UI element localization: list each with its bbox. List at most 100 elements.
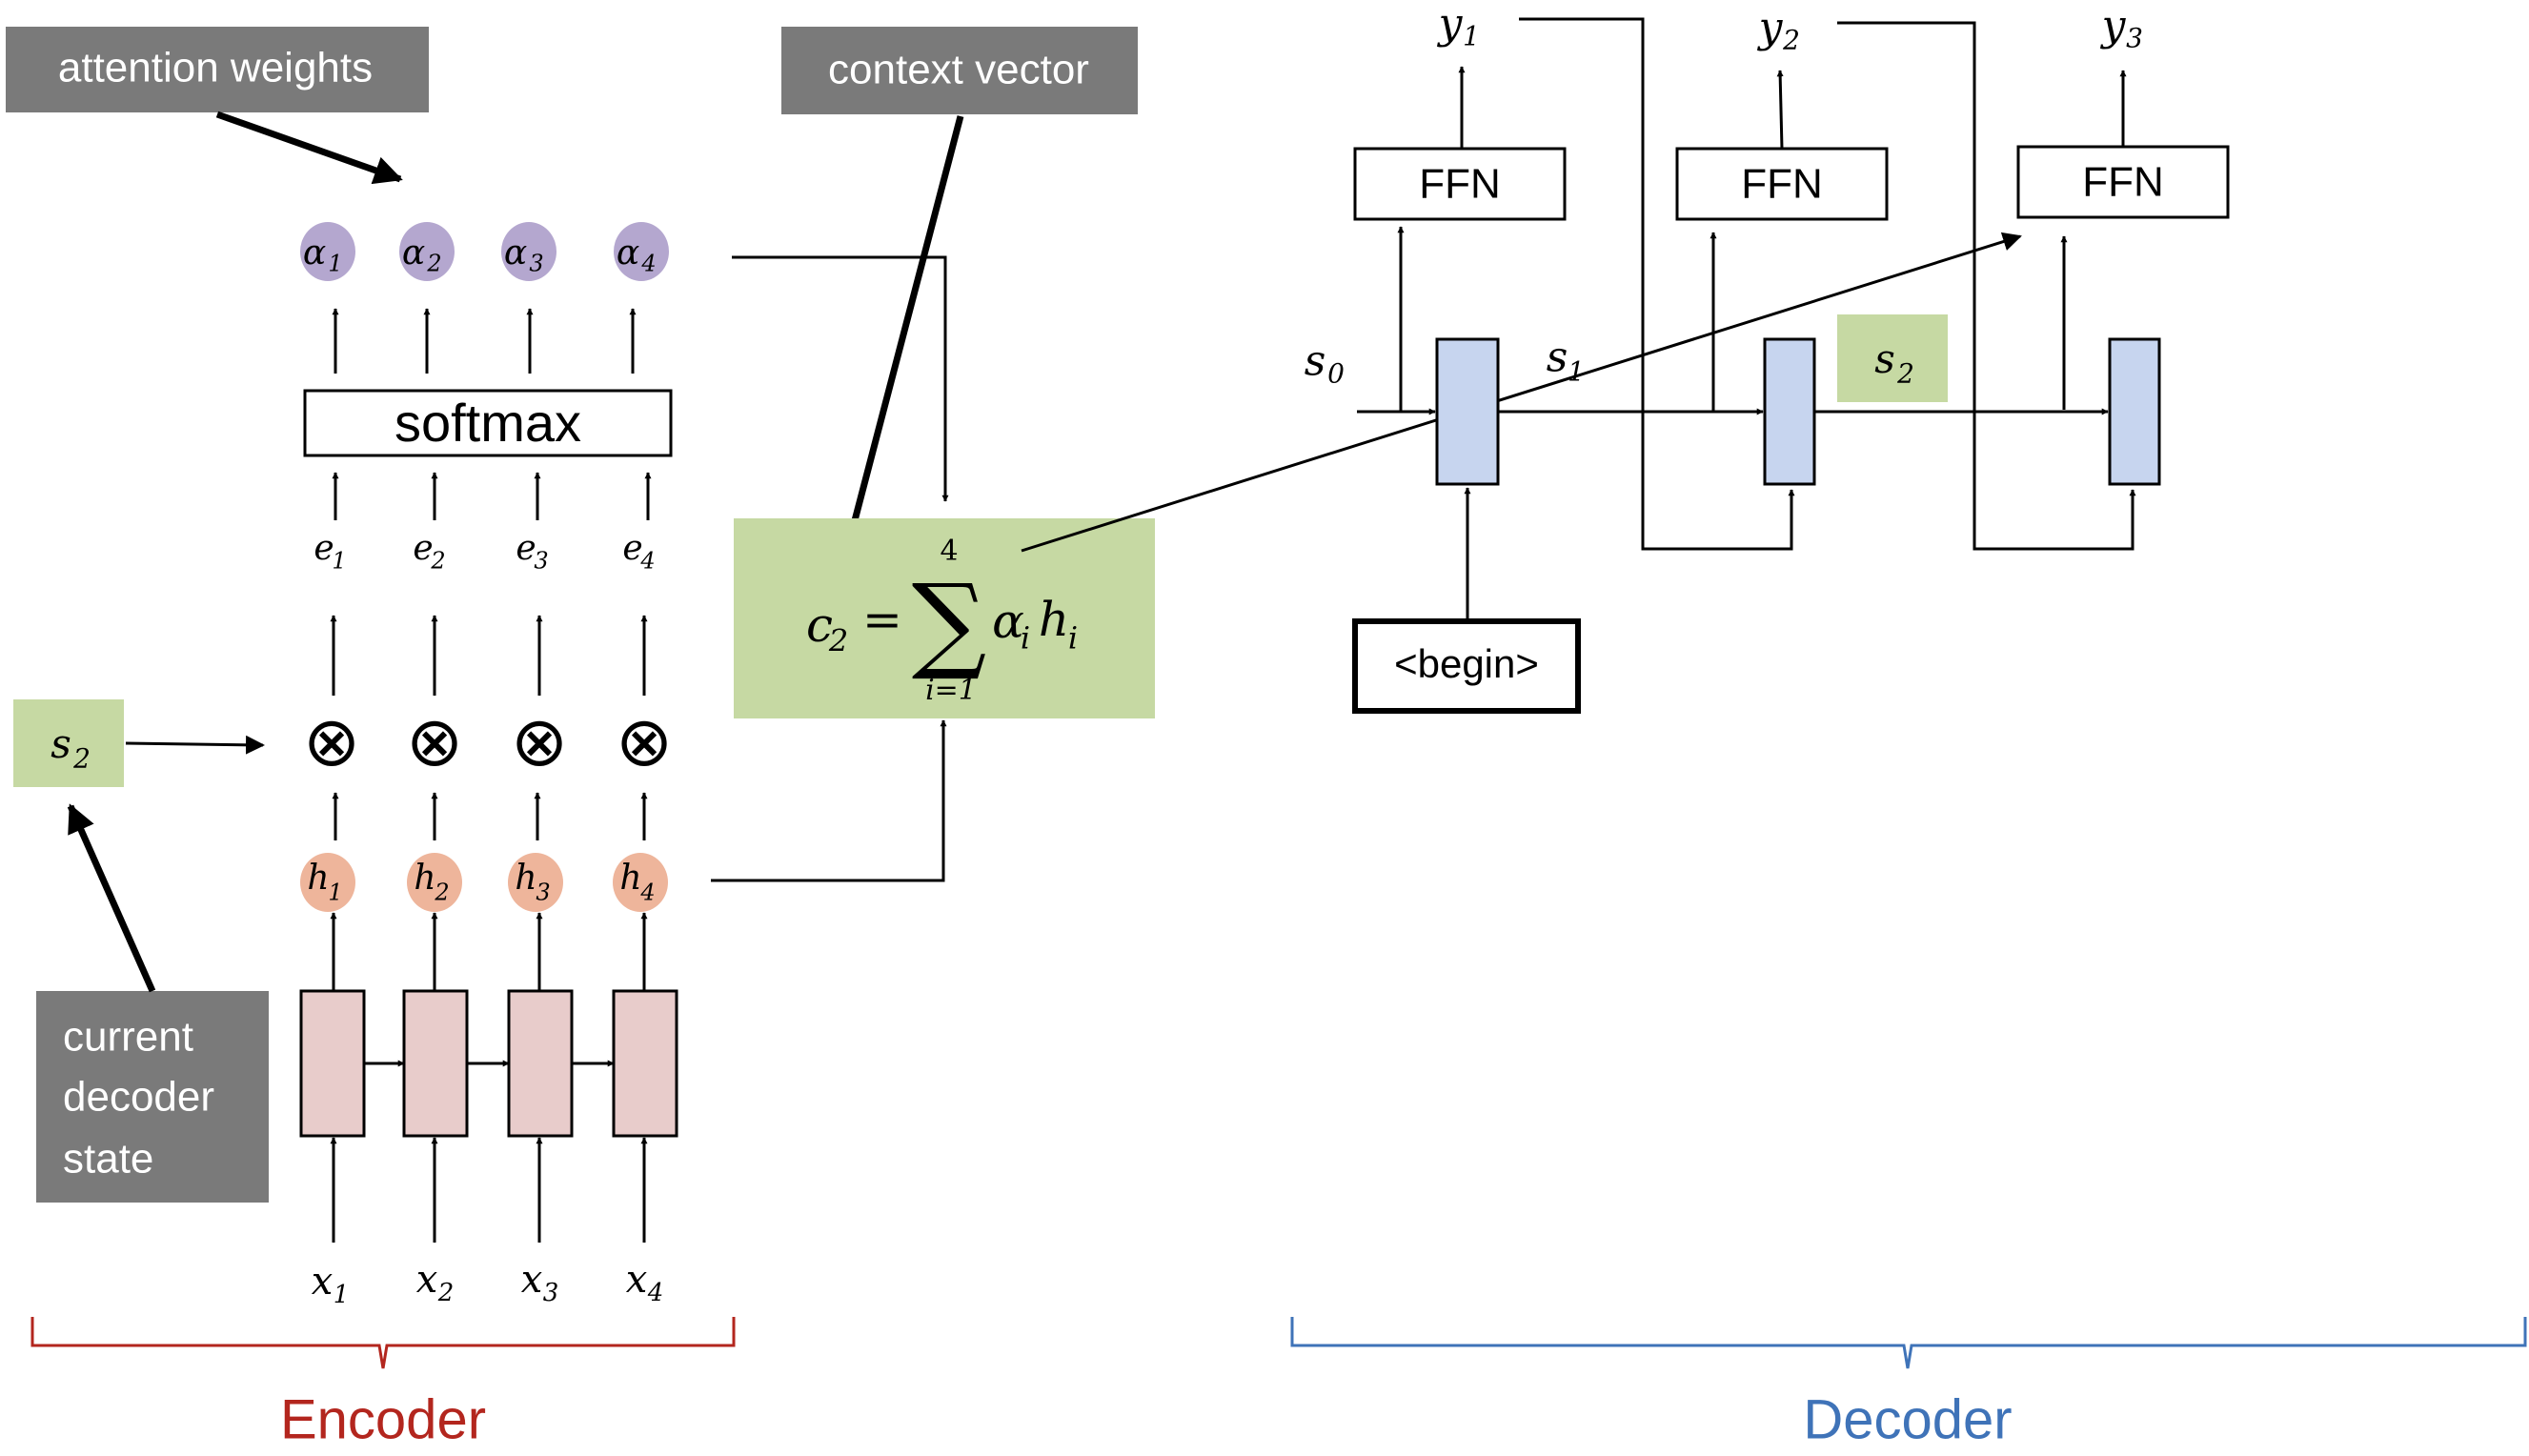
decoder-rnn-cell bbox=[2108, 337, 2161, 486]
h-label: h bbox=[307, 859, 329, 898]
h-label: h bbox=[414, 859, 435, 898]
e-label: e bbox=[622, 529, 642, 568]
alpha-term-subscript: i bbox=[1021, 620, 1030, 657]
s0-label: s bbox=[1305, 337, 1326, 386]
hidden-state-node: h 2 bbox=[407, 853, 462, 912]
energy-score: e 2 bbox=[413, 529, 445, 575]
e-label: e bbox=[314, 529, 334, 568]
encoder-brace bbox=[30, 1317, 736, 1369]
energy-score: e 1 bbox=[314, 529, 346, 575]
s0-subscript: 0 bbox=[1327, 358, 1345, 390]
alpha-label: α bbox=[303, 233, 326, 273]
decoder-rnn-cell bbox=[1763, 337, 1816, 486]
encoder-rnn-cells bbox=[299, 989, 678, 1138]
decoder-label: Decoder bbox=[1803, 1388, 2012, 1450]
encoder-rnn-cell bbox=[507, 989, 574, 1138]
hidden-state-node: h 4 bbox=[613, 853, 668, 912]
y-subscript: 3 bbox=[2126, 23, 2143, 54]
alpha-subscript: 1 bbox=[328, 251, 342, 277]
alpha-node: α 2 bbox=[399, 222, 455, 281]
ffn-box: FFN bbox=[2016, 145, 2230, 219]
encoder-rnn-cell bbox=[402, 989, 469, 1138]
e-subscript: 4 bbox=[639, 548, 655, 575]
x-subscript: 4 bbox=[647, 1279, 664, 1307]
decoder-rnn-cells bbox=[1435, 337, 2161, 486]
equals-sign: = bbox=[862, 592, 902, 647]
sum-lower-bound: i=1 bbox=[925, 674, 977, 707]
energy-score: e 4 bbox=[622, 529, 655, 575]
current-decoder-state-callout: current decoder state bbox=[36, 991, 269, 1203]
alpha-to-context-connector bbox=[732, 255, 949, 502]
y-label: y bbox=[2100, 2, 2127, 51]
initial-state-s0: s 0 bbox=[1305, 337, 1345, 390]
alpha-label: α bbox=[504, 233, 527, 273]
context-vector-pointer bbox=[835, 115, 964, 571]
e-subscript: 3 bbox=[534, 548, 548, 575]
decoder-rnn-cell bbox=[1435, 337, 1500, 486]
c-subscript: 2 bbox=[828, 623, 848, 659]
s1-subscript: 1 bbox=[1568, 356, 1585, 388]
y1-feedback-connector bbox=[1519, 17, 1795, 551]
y-label: y bbox=[1757, 4, 1784, 52]
energy-scores: e 1 e 2 e 3 e 4 bbox=[314, 529, 655, 575]
decoder-brace bbox=[1290, 1317, 2527, 1369]
ffn-box: FFN bbox=[1353, 147, 1567, 221]
alpha-label: α bbox=[402, 233, 425, 273]
context-to-decoder-arrow bbox=[1021, 232, 2022, 553]
h-subscript: 1 bbox=[328, 880, 342, 906]
ffn-label: FFN bbox=[1419, 161, 1501, 208]
multiply-icon: ⊗ bbox=[511, 704, 568, 780]
ffn-boxes: FFN FFN FFN bbox=[1353, 145, 2230, 221]
x-subscript: 1 bbox=[334, 1281, 350, 1309]
alpha-term: α bbox=[992, 594, 1024, 649]
h-to-context-connector bbox=[711, 719, 947, 882]
s2-subscript: 2 bbox=[1896, 358, 1914, 390]
current-decoder-state-line-2: decoder bbox=[63, 1074, 214, 1121]
e-label: e bbox=[516, 529, 536, 568]
alpha-node: α 1 bbox=[300, 222, 355, 281]
encoder-label: Encoder bbox=[280, 1388, 486, 1450]
context-vector-callout: context vector bbox=[781, 27, 1138, 114]
alpha-nodes: α 1 α 2 α 3 α 4 bbox=[300, 222, 669, 281]
decoder-state-s2-box: s 2 bbox=[13, 699, 124, 787]
current-decoder-state-line-3: state bbox=[63, 1136, 153, 1183]
attention-weights-callout: attention weights bbox=[6, 27, 429, 112]
multiply-nodes: ⊗ ⊗ ⊗ ⊗ bbox=[303, 704, 673, 780]
h-subscript: 4 bbox=[639, 880, 655, 906]
y-subscript: 1 bbox=[1463, 21, 1480, 52]
attention-weights-label: attention weights bbox=[58, 45, 373, 91]
input-token: x 3 bbox=[521, 1258, 559, 1307]
softmax-box: softmax bbox=[303, 389, 673, 457]
callout-box bbox=[6, 27, 429, 112]
hidden-state-node: h 1 bbox=[300, 853, 355, 912]
input-tokens: x 1 x 2 x 3 x 4 bbox=[312, 1258, 664, 1309]
input-token: x 2 bbox=[416, 1258, 455, 1307]
current-decoder-state-line-1: current bbox=[63, 1014, 193, 1061]
sigma-icon: ∑ bbox=[912, 561, 987, 683]
x-label: x bbox=[626, 1258, 648, 1302]
decoder-state-s2: s 2 bbox=[1837, 314, 1948, 402]
context-vector-label: context vector bbox=[828, 47, 1089, 93]
e-subscript: 2 bbox=[430, 548, 445, 575]
e-label: e bbox=[413, 529, 433, 568]
s2-label: s bbox=[51, 720, 71, 767]
hidden-state-node: h 3 bbox=[508, 853, 563, 912]
softmax-label: softmax bbox=[395, 393, 581, 453]
begin-token-box: <begin> bbox=[1352, 618, 1581, 714]
alpha-node: α 3 bbox=[501, 222, 556, 281]
encoder-rnn-cell bbox=[299, 989, 366, 1138]
s2-label: s bbox=[1874, 335, 1895, 382]
ffn-box: FFN bbox=[1675, 147, 1889, 221]
s2-to-multiply-arrow bbox=[125, 735, 265, 755]
h-label: h bbox=[619, 859, 641, 898]
input-token: x 1 bbox=[312, 1260, 350, 1309]
x-label: x bbox=[416, 1258, 438, 1302]
output-token: y 1 bbox=[1437, 0, 1480, 52]
h-subscript: 2 bbox=[434, 880, 449, 906]
decoder-state-pointer bbox=[67, 803, 156, 993]
multiply-icon: ⊗ bbox=[406, 704, 463, 780]
begin-label: <begin> bbox=[1394, 641, 1539, 686]
h-term: h bbox=[1039, 592, 1069, 647]
sum-upper-bound: 4 bbox=[940, 535, 958, 568]
